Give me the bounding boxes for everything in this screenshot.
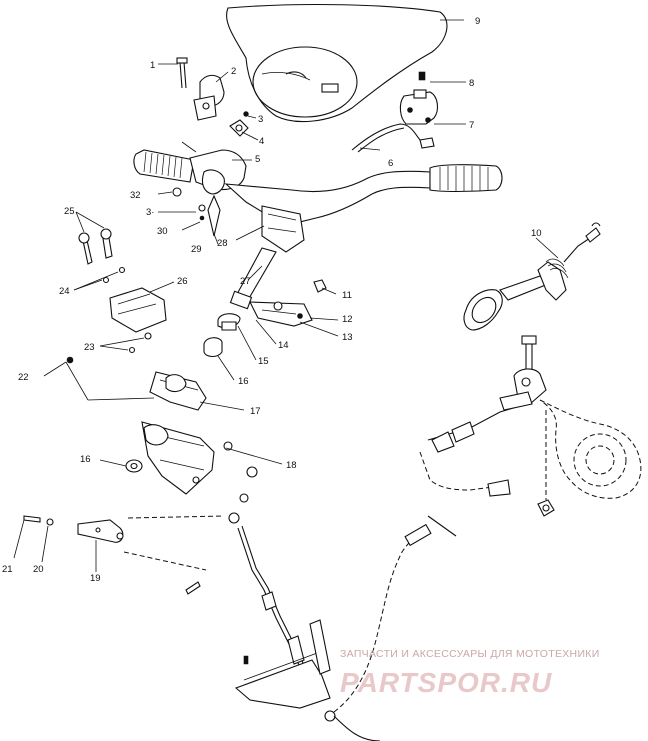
callout-10: 10 [531, 228, 542, 239]
callout-9: 9 [475, 16, 480, 27]
callout-17: 17 [250, 406, 261, 417]
lower-hardware [23, 459, 201, 595]
callout-3b: 3· [146, 207, 154, 218]
handlebar-cover [226, 3, 448, 123]
callout-25: 25 [64, 206, 75, 217]
callout-19: 19 [90, 573, 101, 584]
callout-8: 8 [469, 78, 474, 89]
callout-4: 4 [259, 136, 264, 147]
callout-24: 24 [59, 286, 70, 297]
callout-18: 18 [286, 460, 297, 471]
watermark-site: PARTSPOR.RU [340, 667, 552, 698]
callout-labels: 1 2 3 4 5 6 7 8 9 10 11 12 13 14 15 16 1… [2, 16, 542, 584]
callout-16b: 16 [80, 454, 91, 465]
callout-28: 28 [217, 238, 228, 249]
callout-13: 13 [342, 332, 353, 343]
callout-14: 14 [278, 340, 289, 351]
callout-29: 29 [191, 244, 202, 255]
callout-27: 27 [240, 276, 251, 287]
callout-2: 2 [231, 66, 236, 77]
carburetor-linkage [499, 335, 642, 517]
callout-7: 7 [469, 120, 474, 131]
throttle-cables [123, 405, 521, 741]
handlebar [224, 164, 503, 253]
callout-20: 20 [33, 564, 44, 575]
callout-23: 23 [84, 342, 95, 353]
callout-32: 32 [130, 190, 141, 201]
callout-26: 26 [177, 276, 188, 287]
callout-12: 12 [342, 314, 353, 325]
callout-30: 30 [157, 226, 168, 237]
left-grip-throttle [133, 149, 247, 237]
callout-3: 3 [258, 114, 263, 125]
watermark-tagline: ЗАПЧАСТИ И АКСЕССУАРЫ ДЛЯ МОТОТЕХНИКИ [340, 648, 600, 660]
thumb-throttle [463, 222, 601, 331]
callout-5: 5 [255, 154, 260, 165]
watermark: ЗАПЧАСТИ И АКСЕССУАРЫ ДЛЯ МОТОТЕХНИКИ PA… [340, 648, 600, 698]
callout-15: 15 [258, 356, 269, 367]
leader-lines [13, 19, 559, 572]
kill-switch [351, 71, 439, 153]
steering-brackets [66, 228, 233, 495]
callout-1: 1 [150, 60, 155, 71]
steering-post [203, 247, 327, 358]
callout-11: 11 [342, 290, 352, 301]
callout-21: 21 [2, 564, 13, 575]
callout-22: 22 [18, 372, 29, 383]
callout-16a: 16 [238, 376, 249, 387]
throttle-bracket [176, 57, 249, 137]
callout-6: 6 [388, 158, 393, 169]
